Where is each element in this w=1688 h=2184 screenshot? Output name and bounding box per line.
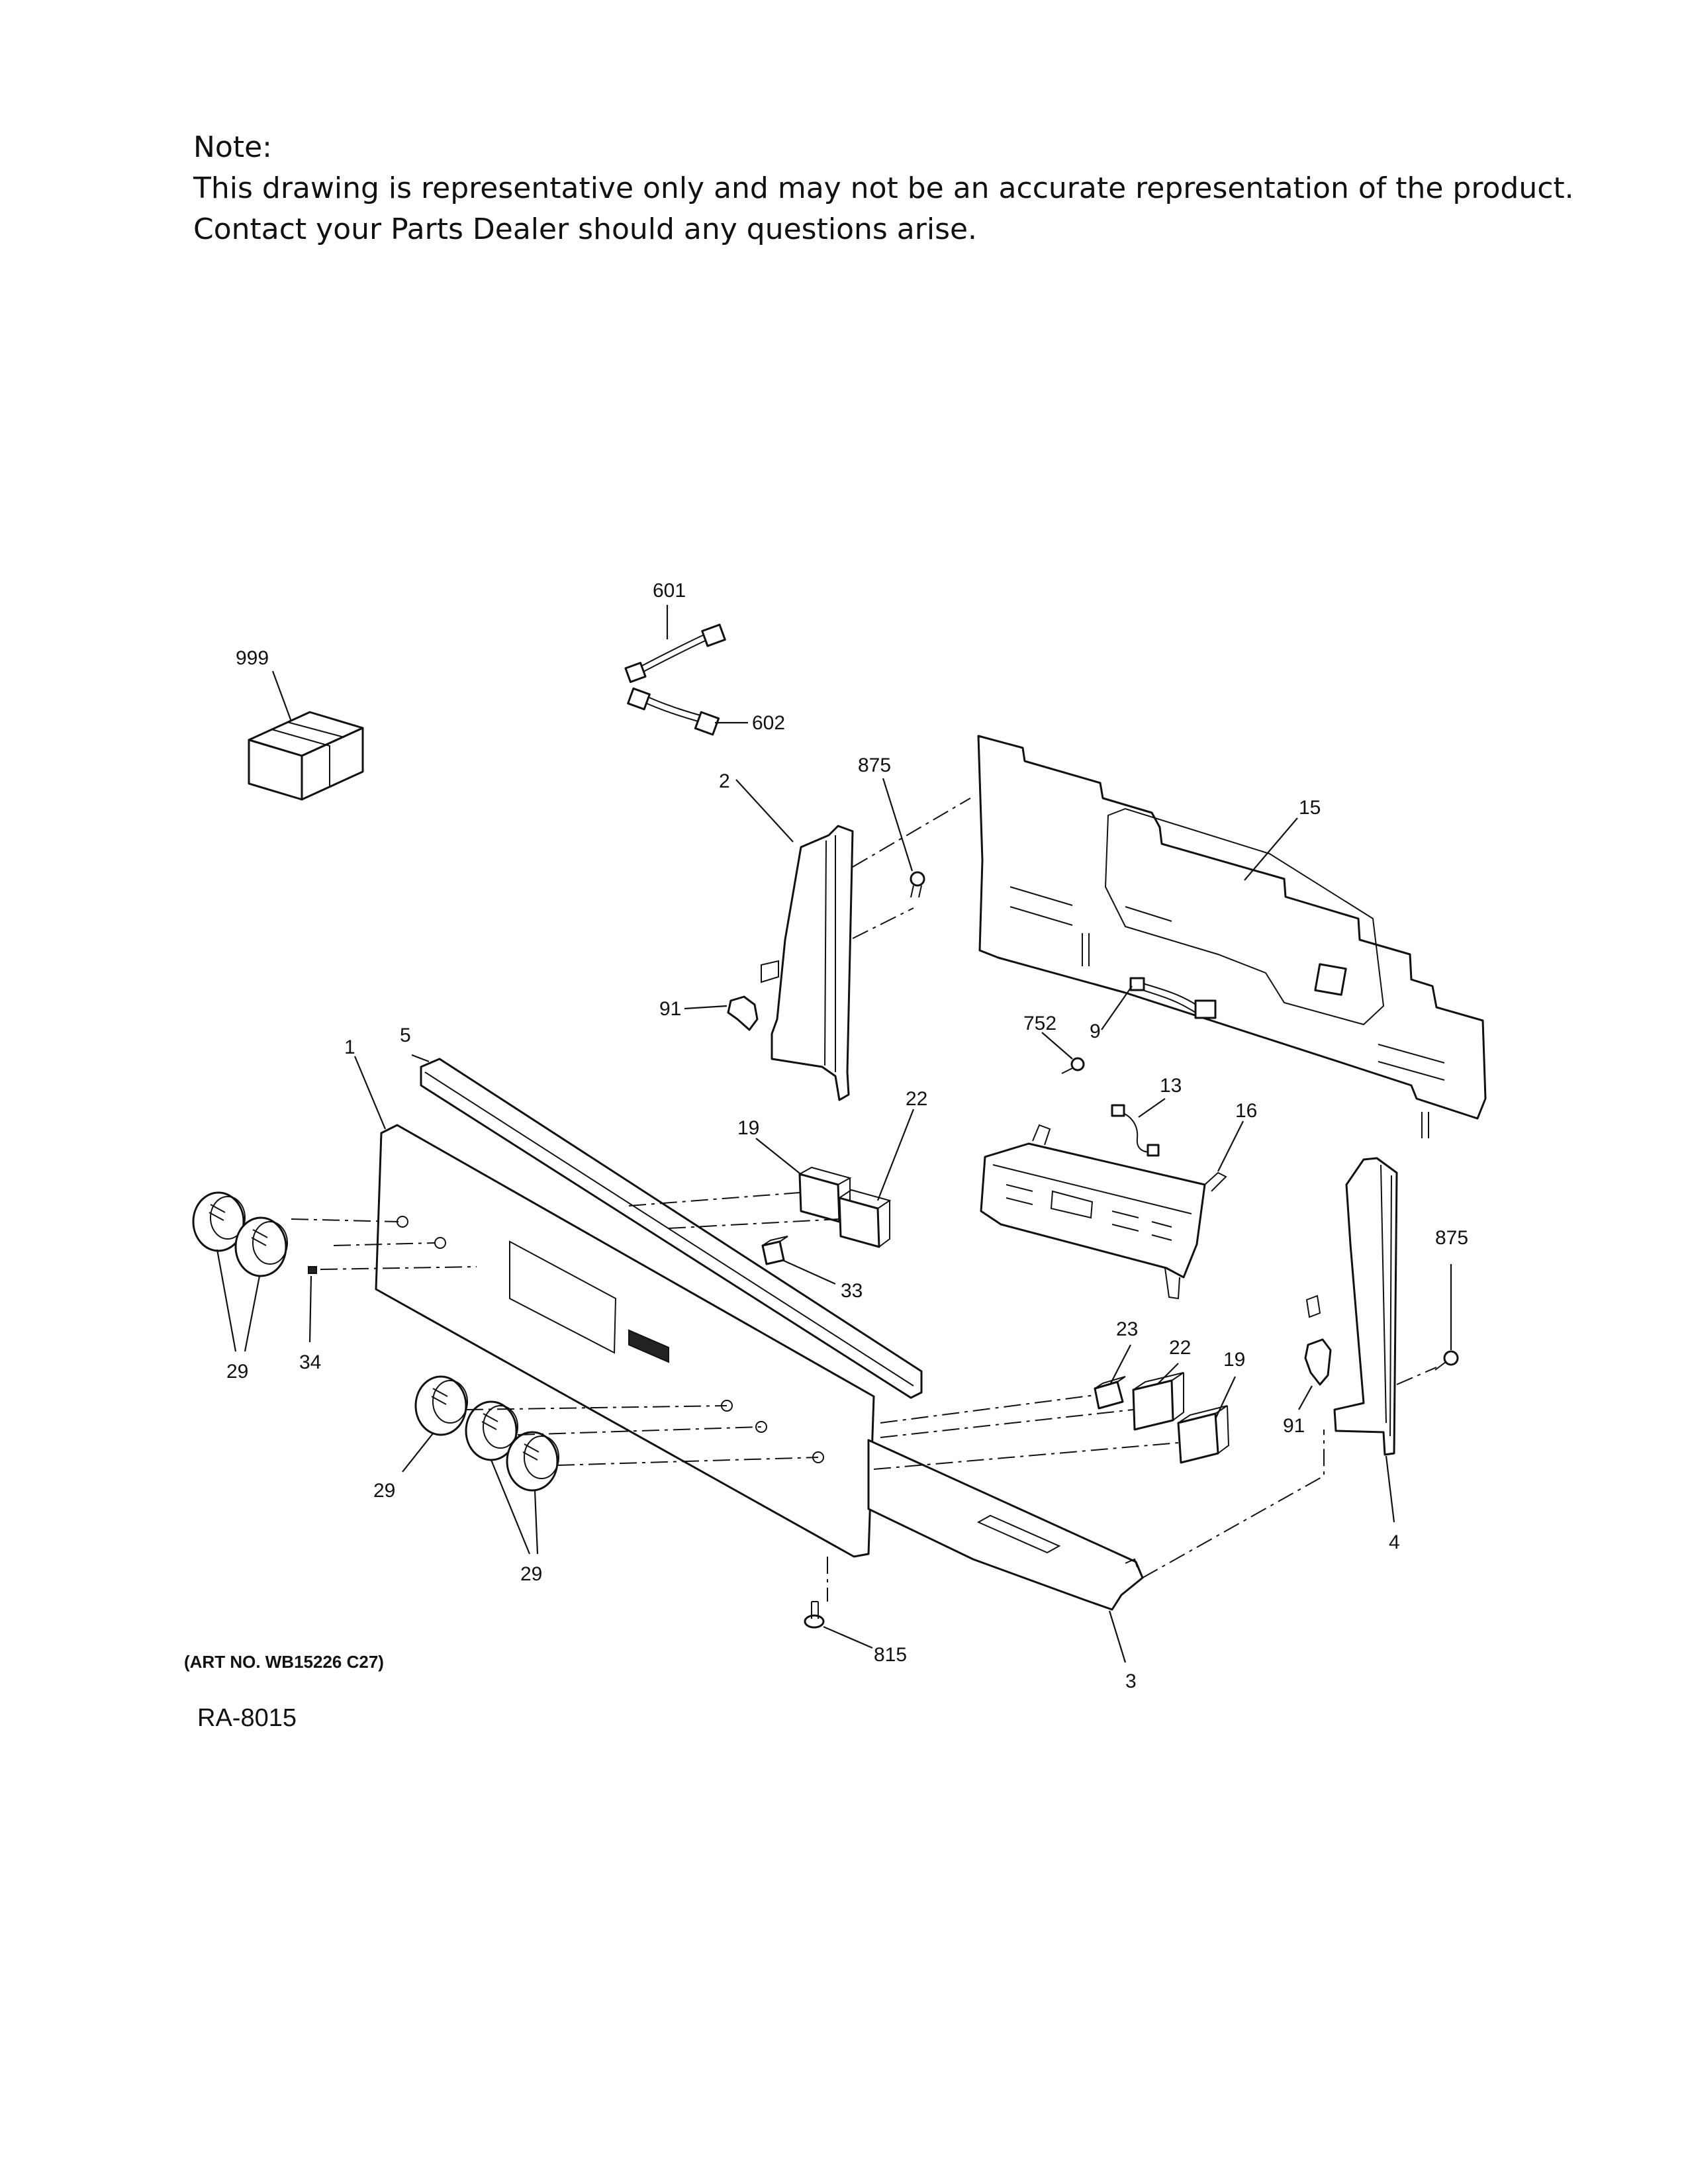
- part-29-knob-lower-3: [506, 1431, 559, 1492]
- label-34: 34: [299, 1351, 321, 1373]
- part-752-screw: [1061, 1057, 1085, 1074]
- label-875-upper: 875: [858, 754, 891, 776]
- note-line-1: This drawing is representative only and …: [193, 171, 1574, 205]
- part-29-knob-lower-1: [414, 1375, 468, 1436]
- art-number: (ART NO. WB15226 C27): [184, 1652, 384, 1672]
- part-602-wire-harness: [627, 687, 720, 736]
- part-3-lower-trim: [867, 1439, 1144, 1611]
- part-33-switch: [761, 1236, 788, 1265]
- part-815-screw: [804, 1601, 825, 1629]
- drawing-note: Note: This drawing is representative onl…: [193, 127, 1574, 250]
- label-4: 4: [1389, 1531, 1400, 1553]
- label-16: 16: [1235, 1100, 1257, 1122]
- label-22-upper: 22: [906, 1088, 927, 1110]
- label-3: 3: [1125, 1670, 1137, 1692]
- label-752: 752: [1023, 1013, 1056, 1034]
- label-999: 999: [236, 647, 269, 669]
- label-602: 602: [752, 712, 785, 734]
- label-13: 13: [1160, 1075, 1182, 1097]
- note-heading: Note:: [193, 130, 272, 164]
- assembly-alignment-lines: [291, 797, 1437, 1602]
- label-2: 2: [719, 770, 730, 792]
- label-875-lower: 875: [1435, 1227, 1468, 1249]
- label-19-lower: 19: [1223, 1349, 1245, 1371]
- part-91-clip-upper: [727, 960, 779, 1031]
- part-29-knob-upper-2: [234, 1216, 288, 1277]
- label-33: 33: [841, 1280, 863, 1302]
- drawing-id: RA-8015: [197, 1704, 297, 1732]
- label-91-lower: 91: [1283, 1415, 1305, 1437]
- part-875-screw-upper: [910, 871, 925, 898]
- part-601-wire-harness: [624, 623, 726, 683]
- part-22-infinite-switch-lower: [1132, 1372, 1184, 1431]
- part-34-indicator-light: [308, 1266, 317, 1274]
- part-91-clip-lower: [1304, 1295, 1332, 1386]
- part-22-infinite-switch-upper: [838, 1189, 892, 1248]
- part-2-left-side-bracket: [771, 825, 854, 1101]
- leader-lines: [216, 605, 1452, 1663]
- part-4-right-side-bracket: [1333, 1157, 1398, 1456]
- label-19-upper: 19: [737, 1117, 759, 1139]
- label-29-upper: 29: [226, 1361, 248, 1383]
- part-29-knob-upper-1: [192, 1191, 246, 1252]
- label-22-lower: 22: [1169, 1337, 1191, 1359]
- label-1: 1: [344, 1036, 355, 1058]
- part-999-package-box: [248, 711, 364, 801]
- part-29-knob-lower-2: [465, 1400, 518, 1461]
- part-13-wire-harness: [1111, 1104, 1160, 1157]
- label-91-upper: 91: [659, 998, 681, 1020]
- part-9-wire-harness: [1129, 977, 1217, 1019]
- label-23: 23: [1116, 1318, 1138, 1340]
- label-815: 815: [874, 1644, 907, 1666]
- part-19-infinite-switch-lower: [1177, 1405, 1230, 1464]
- label-601: 601: [653, 580, 686, 602]
- part-15-rear-panel: [977, 735, 1487, 1138]
- part-23-switch: [1094, 1376, 1126, 1410]
- label-5: 5: [400, 1024, 411, 1046]
- part-16-electronic-control-board: [980, 1124, 1227, 1300]
- part-number-labels: 601 602 999 875 2 15 91 752 9 13 16 5 1 …: [226, 580, 1468, 1692]
- label-29-lower-left: 29: [373, 1480, 395, 1502]
- label-15: 15: [1299, 797, 1321, 819]
- label-29-lower-right: 29: [520, 1563, 542, 1585]
- part-875-screw-lower: [1434, 1350, 1459, 1371]
- note-line-2: Contact your Parts Dealer should any que…: [193, 212, 978, 246]
- label-9: 9: [1090, 1021, 1101, 1042]
- part-1-control-panel: [375, 1124, 875, 1558]
